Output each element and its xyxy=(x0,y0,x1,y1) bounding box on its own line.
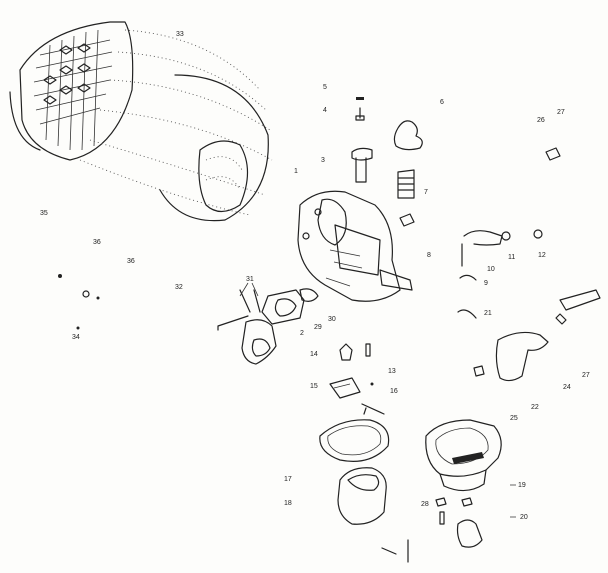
callout-21: 21 xyxy=(484,310,492,317)
callout-35: 35 xyxy=(40,210,48,217)
callout-10: 10 xyxy=(487,266,495,273)
callout-19: 19 xyxy=(518,482,526,489)
choke-shaft-parts xyxy=(351,97,423,227)
bowl-cover xyxy=(425,419,502,492)
callout-31: 31 xyxy=(246,276,254,283)
bowl-gasket xyxy=(319,403,390,462)
callout-6: 6 xyxy=(440,99,444,106)
callout-2: 2 xyxy=(300,330,304,337)
callout-24: 24 xyxy=(563,384,571,391)
callout-22: 22 xyxy=(531,404,539,411)
callout-7: 7 xyxy=(424,189,428,196)
callout-13: 13 xyxy=(388,368,396,375)
callout-5: 5 xyxy=(323,84,327,91)
callout-14: 14 xyxy=(310,351,318,358)
callout-16: 16 xyxy=(390,388,398,395)
carburetor-body xyxy=(297,190,413,302)
callout-8: 8 xyxy=(427,252,431,259)
callout-25: 25 xyxy=(510,415,518,422)
callout-9: 9 xyxy=(484,280,488,287)
callout-26: 26 xyxy=(537,117,545,124)
callout-34: 34 xyxy=(72,334,80,341)
callout-20: 20 xyxy=(520,514,528,521)
callout-30: 30 xyxy=(328,316,336,323)
fuel-pump-assembly xyxy=(58,274,319,365)
callout-labels: 33 5 4 6 26 27 1 3 7 35 36 36 8 10 11 12… xyxy=(40,31,590,521)
leader-lines xyxy=(239,282,516,518)
callout-36-right: 36 xyxy=(127,258,135,265)
callout-28: 28 xyxy=(421,501,429,508)
callout-33: 33 xyxy=(176,31,184,38)
callout-3: 3 xyxy=(321,157,325,164)
callout-11: 11 xyxy=(508,254,515,261)
callout-12: 12 xyxy=(538,252,546,259)
callout-29: 29 xyxy=(314,324,322,331)
callout-1: 1 xyxy=(294,168,298,175)
callout-36-left: 36 xyxy=(93,239,101,246)
fuel-fittings xyxy=(457,147,601,325)
callout-32: 32 xyxy=(175,284,183,291)
float-bowl xyxy=(337,467,387,525)
callout-27-top: 27 xyxy=(557,109,565,116)
drain-fitting xyxy=(381,497,483,563)
air-cleaner-screen xyxy=(9,21,134,161)
callout-4: 4 xyxy=(323,107,327,114)
float-bowl-bracket xyxy=(473,331,549,382)
callout-18: 18 xyxy=(284,500,292,507)
air-cleaner-element xyxy=(79,29,273,222)
callout-15: 15 xyxy=(310,383,318,390)
callout-27-bottom: 27 xyxy=(582,372,590,379)
float-and-needle xyxy=(329,343,374,399)
callout-17: 17 xyxy=(284,476,292,483)
